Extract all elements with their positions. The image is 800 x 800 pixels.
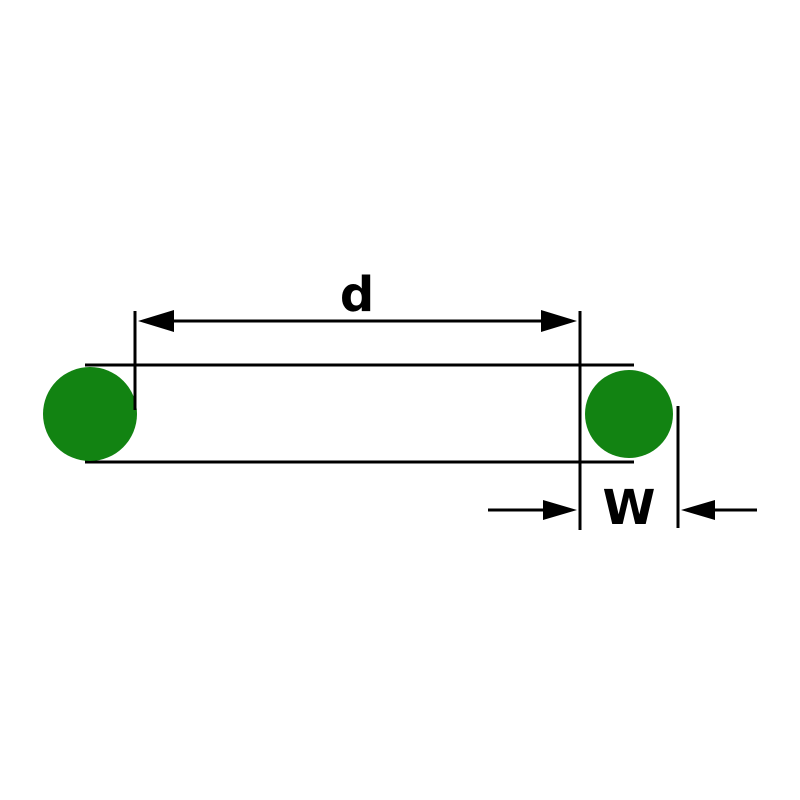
arrowhead-left-icon	[138, 310, 174, 332]
o-ring-body	[43, 363, 673, 464]
ring-cross-section-left	[43, 367, 137, 461]
ring-cross-section-right	[585, 370, 673, 458]
width-arrowhead-right-icon	[681, 500, 715, 520]
width-dimension: W	[488, 406, 757, 536]
diameter-dimension: d	[133, 267, 582, 530]
diameter-label: d	[340, 267, 374, 323]
width-arrowhead-left-icon	[543, 500, 577, 520]
width-label: W	[603, 480, 656, 536]
arrowhead-right-icon	[541, 310, 577, 332]
